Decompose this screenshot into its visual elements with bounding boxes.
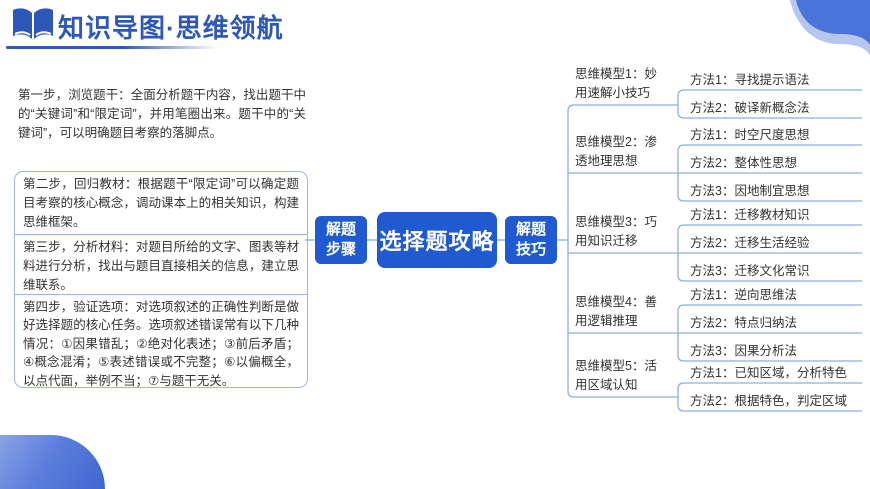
method-label: 方法3：迁移文化常识 bbox=[690, 264, 810, 278]
method-label: 方法1：逆向思维法 bbox=[690, 288, 797, 302]
page-title: 知识导图·思维领航 bbox=[58, 13, 284, 43]
model-1-label: 思维模型1：妙用速解小技巧 bbox=[575, 67, 657, 100]
model-4-label: 思维模型4：善用逻辑推理 bbox=[575, 295, 657, 328]
step-2-text: 第二步，回归教材：根据题干“限定词”可以确定题目考察的核心概念，调动课本上的相关… bbox=[23, 177, 299, 229]
model-2-label: 思维模型2：渗透地理思想 bbox=[575, 135, 657, 168]
method-label: 方法2：破译新概念法 bbox=[690, 101, 810, 115]
method-label: 方法2：根据特色，判定区域 bbox=[690, 394, 847, 408]
method-label: 方法1：迁移教材知识 bbox=[690, 208, 810, 222]
open-book-icon bbox=[13, 8, 53, 39]
corner-decoration-top-right bbox=[790, 0, 870, 56]
method-label: 方法1：寻找提示语法 bbox=[690, 73, 810, 87]
node-solution-skills: 解题技巧 bbox=[505, 216, 557, 264]
method-label: 方法2：特点归纳法 bbox=[690, 316, 797, 330]
step-1-text: 第一步，浏览题干：全面分析题干内容，找出题干中的“关键词”和“限定词”，并用笔圈… bbox=[18, 88, 306, 140]
corner-decoration-bottom-left bbox=[0, 435, 105, 489]
step-4-text: 第四步，验证选项：对选项叙述的正确性判断是做好选择题的核心任务。选项叙述错误常有… bbox=[15, 294, 307, 388]
node-solution-steps: 解题步骤 bbox=[315, 216, 367, 264]
method-label: 方法1：时空尺度思想 bbox=[690, 128, 810, 142]
step-3-text: 第三步，分析材料：对题目所给的文字、图表等材料进行分析，找出与题目直接相关的信息… bbox=[15, 234, 307, 294]
method-label: 方法3：因地制宜思想 bbox=[690, 184, 810, 198]
method-label: 方法3：因果分析法 bbox=[690, 344, 797, 358]
method-label: 方法1：已知区域，分析特色 bbox=[690, 366, 847, 380]
model-5-label: 思维模型5：活用区域认知 bbox=[575, 359, 657, 392]
node-root-title: 选择题攻略 bbox=[377, 212, 497, 268]
model-3-label: 思维模型3：巧用知识迁移 bbox=[575, 215, 657, 248]
method-label: 方法2：整体性思想 bbox=[690, 156, 797, 170]
title-underline bbox=[6, 46, 218, 49]
steps-box: 第二步，回归教材：根据题干“限定词”可以确定题目考察的核心概念，调动课本上的相关… bbox=[14, 171, 308, 388]
method-label: 方法2：迁移生活经验 bbox=[690, 236, 810, 250]
